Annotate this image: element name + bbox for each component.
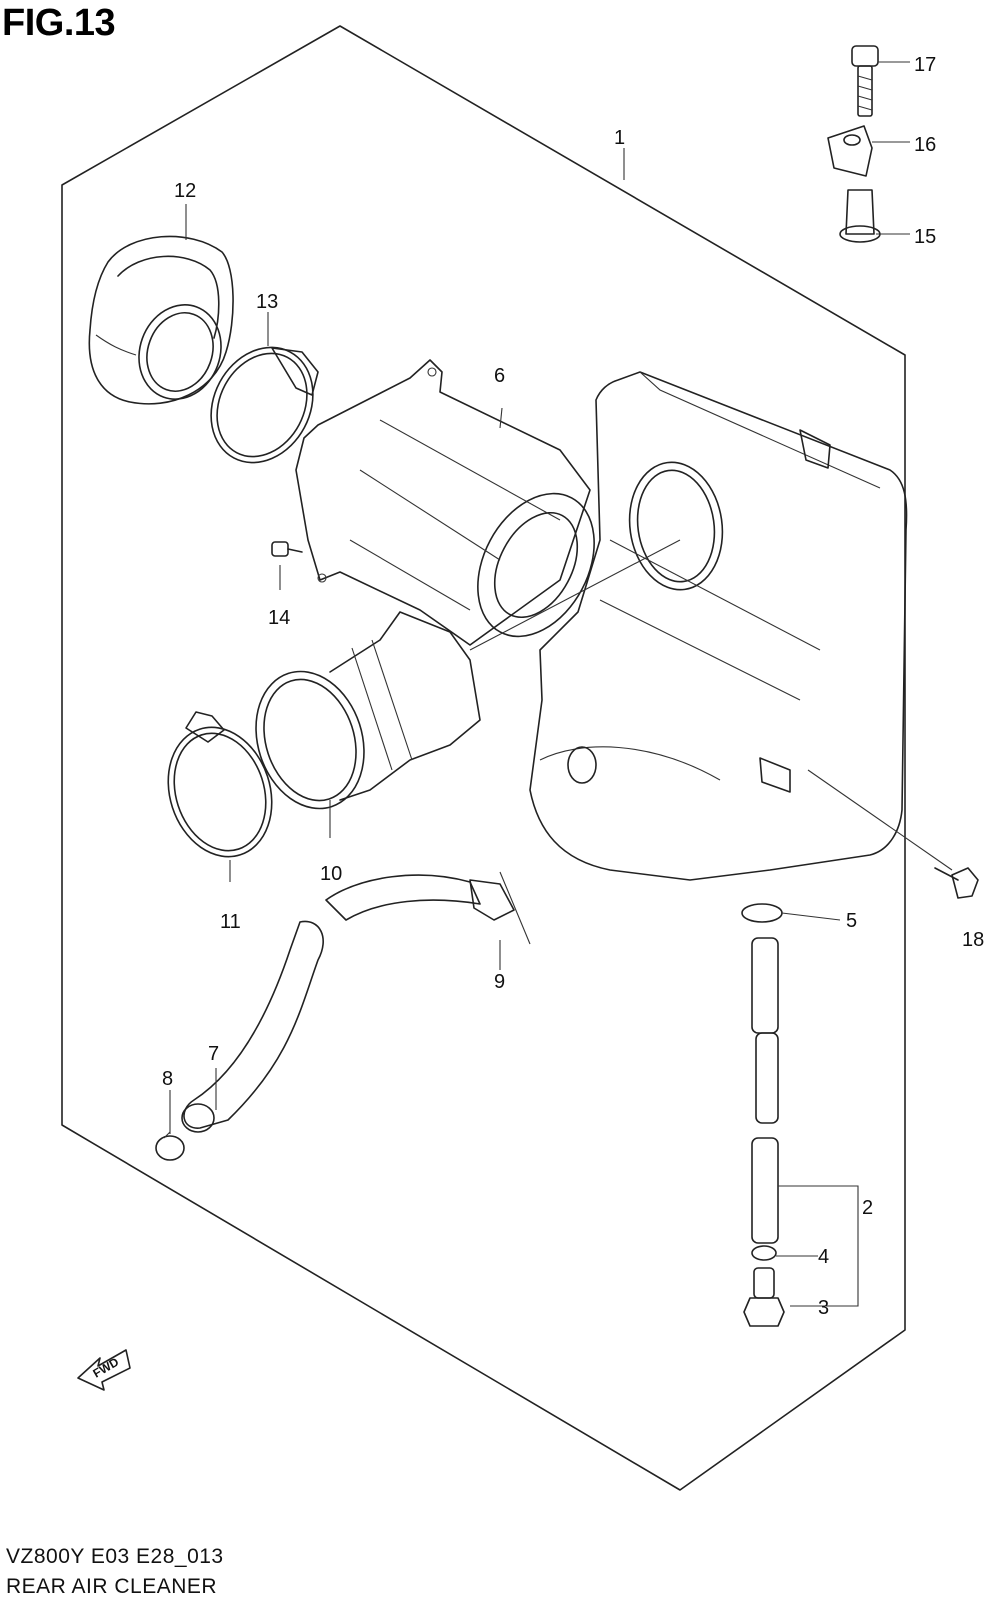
figure-caption: REAR AIR CLEANER [6,1575,218,1598]
callout-1: 1 [614,127,625,149]
callout-labels: 1 2 3 4 5 6 7 8 9 10 11 12 13 14 15 16 1… [162,54,984,1319]
callout-7: 7 [208,1043,219,1065]
part-9-hose-clamp [469,871,531,945]
fwd-arrow-icon: FWD [77,1349,131,1391]
callout-2: 2 [862,1197,873,1219]
assembly-boundary [61,25,906,1491]
callout-12: 12 [174,180,196,202]
part-10-outlet-boot [255,611,481,810]
callout-8: 8 [162,1068,173,1090]
callout-11: 11 [220,911,241,933]
part-6-filter-element [295,359,595,646]
part-8-clip [155,1131,185,1161]
callout-13: 13 [256,291,278,313]
figure-title: FIG.13 [2,2,116,44]
callout-5: 5 [846,910,857,932]
part-1-air-cleaner-case [529,371,908,881]
part-18-bolt [934,867,979,899]
part-11-clamp [167,711,273,858]
model-code: VZ800Y E03 E28_013 [6,1545,224,1568]
callout-18: 18 [962,929,984,951]
part-15-collar [839,189,881,243]
callout-6: 6 [494,365,505,387]
part-17-bolt [851,45,879,117]
fwd-label: FWD [91,1355,122,1381]
part-12-intake-duct [88,235,234,405]
callout-3: 3 [818,1297,829,1319]
part-13-clamp [210,346,319,464]
callout-17: 17 [914,54,936,76]
part-16-bracket [827,125,873,177]
callout-14: 14 [268,607,290,629]
callout-15: 15 [914,226,936,248]
callout-4: 4 [818,1246,829,1268]
drain-tube-assembly [741,903,785,1327]
callout-16: 16 [914,134,936,156]
callout-10: 10 [320,863,342,885]
part-7-hose [181,874,481,1133]
leader-lines [169,61,953,1307]
callout-9: 9 [494,971,505,993]
part-14-screw [271,541,303,557]
